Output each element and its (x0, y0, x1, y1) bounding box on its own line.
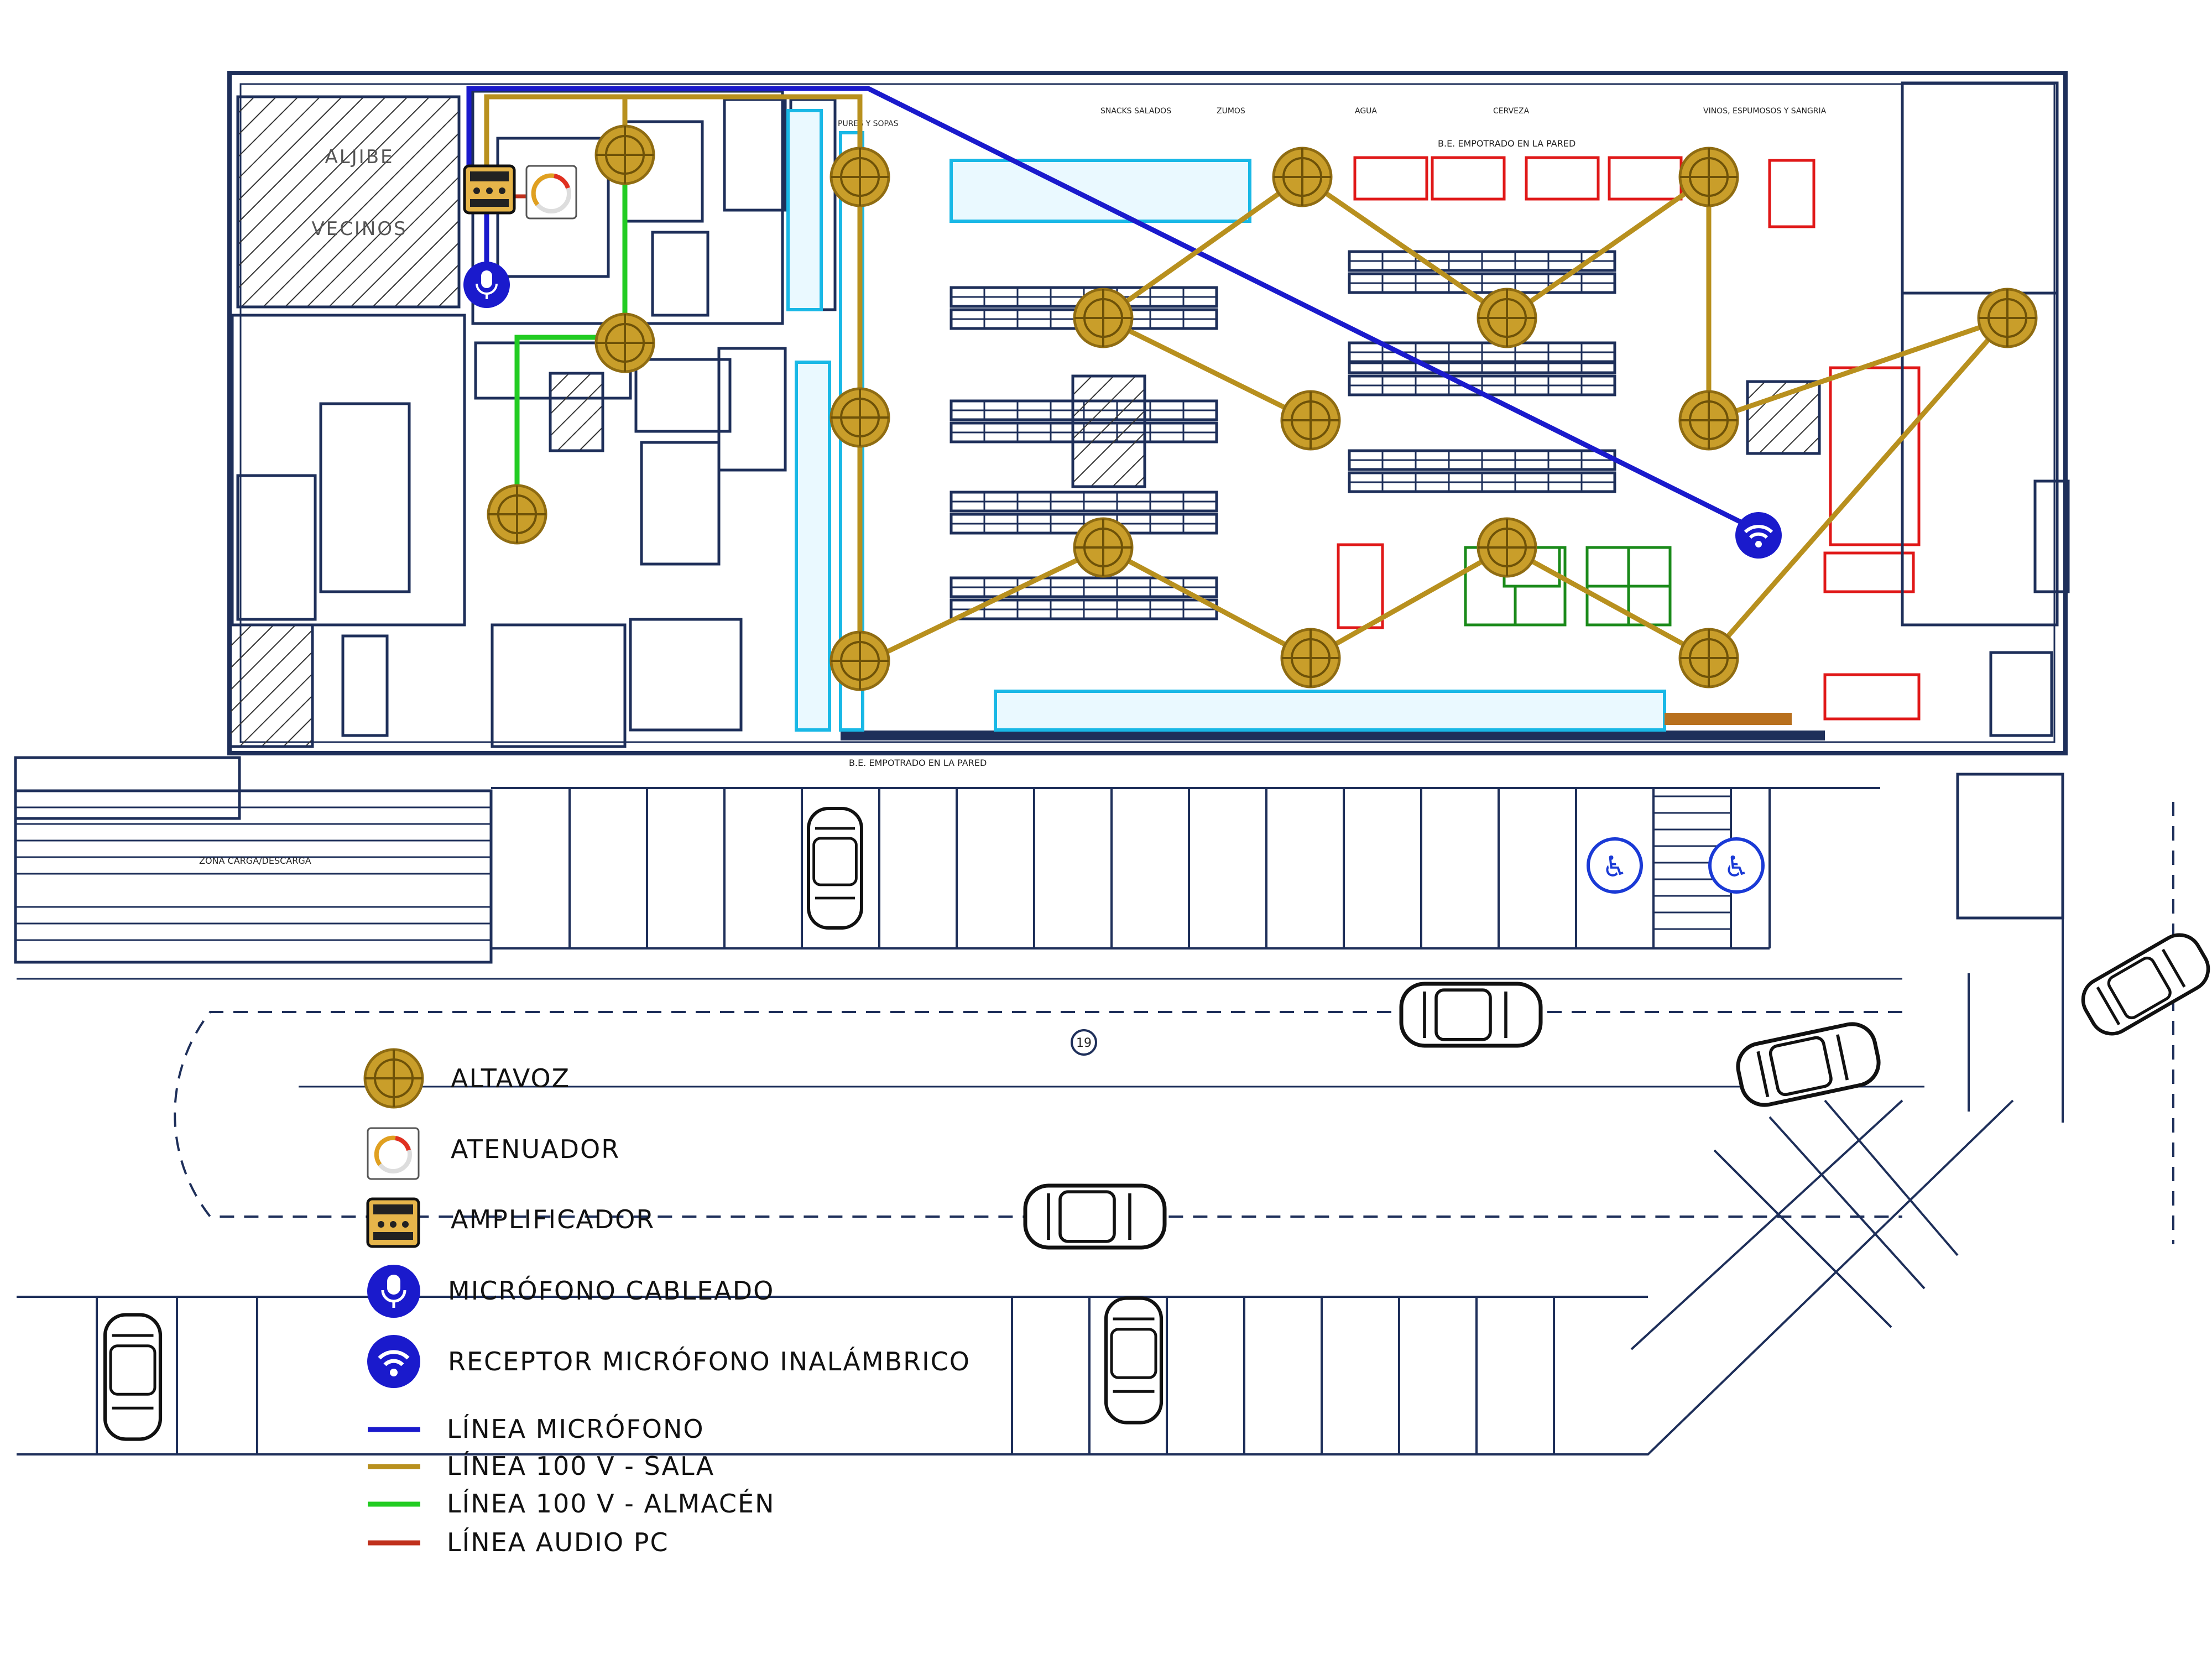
pedestrian-crossing (1653, 795, 1731, 930)
speaker-icon (1477, 517, 1537, 578)
speaker-icon (487, 484, 547, 545)
right-side-rooms (1901, 81, 2070, 920)
counter-label: AGUA (1355, 107, 1377, 116)
speaker-icon (1073, 517, 1134, 578)
center-hatched-block (1071, 374, 1146, 488)
building-outline (227, 71, 2068, 755)
speaker-icon (830, 387, 890, 448)
svg-text:♿: ♿ (1724, 851, 1750, 884)
annex-hatched-small (228, 623, 314, 748)
car-lane (1401, 984, 1541, 1046)
red-display-units (1337, 156, 1921, 721)
speaker-icon (1073, 288, 1134, 348)
car-lane (1025, 1186, 1165, 1248)
loading-zone-label: ZONA CARGA/DESCARGA (199, 855, 311, 866)
speaker-icon (1280, 628, 1341, 688)
speaker-icon (1678, 390, 1739, 451)
counter-label: CERVEZA (1493, 107, 1530, 116)
attenuator-icon (525, 165, 577, 220)
speaker-icon (363, 1048, 424, 1109)
amplifier-icon (366, 1197, 420, 1248)
svg-text:♿: ♿ (1602, 851, 1628, 884)
annex-label-top: ALJIBE (325, 146, 394, 168)
speaker-icon (1977, 288, 2038, 348)
counter-label: PURES Y SOPAS (838, 119, 899, 128)
speaker-icon (1477, 288, 1537, 348)
parking-stalls-top (17, 787, 1902, 980)
speaker-icon (830, 630, 890, 691)
legend-label-receptor: RECEPTOR MICRÓFONO INALÁMBRICO (448, 1347, 971, 1376)
legend-label-line-mic: LÍNEA MICRÓFONO (447, 1414, 705, 1444)
counter-label: SNACKS SALADOS (1100, 107, 1171, 116)
wall-note-top: B.E. EMPOTRADO EN LA PARED (1438, 138, 1575, 149)
speaker-icon (594, 124, 655, 185)
car-bottom-stall (105, 1315, 160, 1439)
counter-labels: SNACKS SALADOS ZUMOS AGUA CERVEZA VINOS,… (838, 107, 1827, 128)
legend-label-line-sala: LÍNEA 100 V - SALA (447, 1451, 714, 1481)
speaker-icon (1678, 147, 1739, 207)
legend: ALTAVOZ ATENUADOR AMPLIFICADOR MICRÓFONO… (363, 1048, 971, 1557)
speaker-icon (830, 147, 890, 207)
annex-hatched (236, 95, 461, 309)
parking-number-marker (1071, 1029, 1097, 1056)
speaker-icon (594, 312, 655, 373)
accessible-parking-icon: ♿ (1708, 837, 1765, 894)
legend-label-altavoz: ALTAVOZ (451, 1063, 570, 1093)
diagonal-parking (979, 918, 2064, 1455)
car-top-stall (808, 808, 862, 928)
speaker-icon (1678, 628, 1739, 688)
microphone-icon (367, 1265, 420, 1318)
attenuator-icon (367, 1127, 420, 1180)
legend-label-microfono: MICRÓFONO CABLEADO (448, 1276, 774, 1306)
almacen-100v-line (514, 166, 628, 514)
legend-label-line-almacen: LÍNEA 100 V - ALMACÉN (447, 1489, 775, 1519)
legend-label-atenuador: ATENUADOR (451, 1134, 620, 1164)
parking-stalls-bottom (17, 1296, 1648, 1455)
counter-label: VINOS, ESPUMOSOS Y SANGRIA (1703, 107, 1827, 116)
legend-label-line-pc: LÍNEA AUDIO PC (447, 1527, 669, 1557)
loading-zone (14, 756, 493, 964)
driving-lane (174, 1011, 1902, 1218)
wireless-receiver-icon (367, 1335, 420, 1388)
wireless-receiver-icon (1735, 512, 1782, 559)
speaker-icon (1272, 147, 1333, 207)
car-lane (1734, 1020, 1883, 1109)
wall-note-bottom: B.E. EMPOTRADO EN LA PARED (849, 758, 987, 768)
car-lane (2075, 927, 2212, 1041)
legend-label-amplificador: AMPLIFICADOR (451, 1204, 655, 1234)
microphone-icon (463, 262, 510, 308)
speaker-icon (1280, 390, 1341, 451)
car-bottom-stall (1106, 1298, 1161, 1423)
refrigerated-counters (786, 109, 1666, 732)
annex-label-bottom: VECINOS (311, 218, 407, 240)
counter-label: ZUMOS (1217, 107, 1245, 116)
amplifier-icon (463, 164, 516, 215)
storage-hatched (549, 372, 604, 452)
parking-number: 19 (1076, 1036, 1092, 1050)
speakers-group (487, 124, 2038, 691)
accessible-parking-icon: ♿ (1587, 837, 1643, 894)
